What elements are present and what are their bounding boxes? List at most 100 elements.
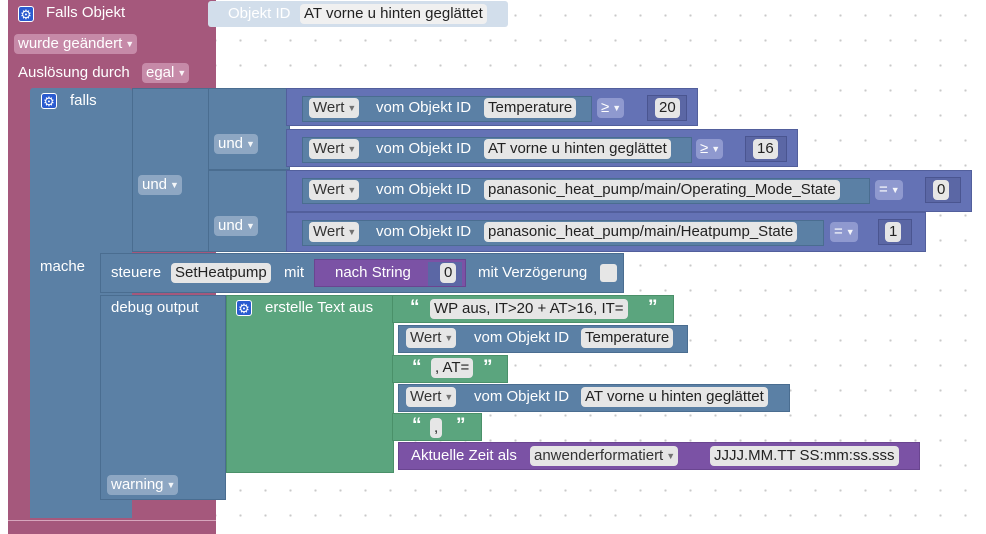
cond2-value-field[interactable]: 16 — [753, 139, 778, 159]
quote-open-icon: “ — [412, 357, 422, 378]
chevron-down-icon: ▼ — [166, 480, 176, 490]
trigger-changed-dropdown[interactable]: wurde geändert▼ — [14, 34, 138, 54]
chevron-down-icon: ▼ — [246, 221, 255, 231]
and-operator-label-top: und — [218, 135, 244, 152]
cond2-prop-dropdown[interactable]: Wert▼ — [309, 139, 360, 159]
quote-close-icon: ” — [648, 297, 658, 318]
cond4-value-field[interactable]: 1 — [885, 222, 902, 242]
trigger-objid-label: Objekt ID — [228, 5, 291, 22]
debug-label: debug output — [111, 299, 199, 316]
delay-checkbox[interactable] — [600, 264, 617, 282]
cond2-object-field[interactable]: AT vorne u hinten geglättet — [484, 139, 671, 159]
quote-close-icon: ” — [483, 357, 493, 378]
text-join-label: erstelle Text aus — [265, 299, 374, 316]
chevron-down-icon: ▼ — [177, 68, 187, 78]
cond2-op: ≥ — [700, 140, 709, 157]
chevron-down-icon: ▼ — [666, 451, 676, 461]
if-mache-label: mache — [40, 258, 86, 275]
part2-prop-dropdown[interactable]: Wert▼ — [406, 328, 457, 348]
time-pattern-field[interactable]: JJJJ.MM.TT SS:mm:ss.sss — [710, 446, 899, 466]
debug-level-value: warning — [111, 476, 164, 493]
chevron-down-icon: ▼ — [246, 139, 255, 149]
cond1-object-field[interactable]: Temperature — [484, 98, 577, 118]
and-operator-label: und — [142, 176, 168, 193]
chevron-down-icon: ▼ — [845, 227, 855, 237]
control-with-label: mit — [284, 264, 304, 281]
if-gear-icon[interactable]: ⚙ — [41, 93, 57, 109]
to-string-label: nach String — [335, 264, 411, 281]
trigger-gear-icon[interactable]: ⚙ — [18, 6, 34, 22]
control-value-field[interactable]: 0 — [440, 263, 457, 283]
trigger-bottom-bar — [8, 520, 216, 534]
part4-prop: Wert — [410, 388, 442, 405]
trigger-title: Falls Objekt — [46, 4, 126, 21]
cond2-prop: Wert — [313, 140, 345, 157]
cond4-of-label: vom Objekt ID — [376, 223, 472, 240]
cond1-of-label: vom Objekt ID — [376, 99, 472, 116]
cond3-prop-dropdown[interactable]: Wert▼ — [309, 180, 360, 200]
cond4-prop-dropdown[interactable]: Wert▼ — [309, 222, 360, 242]
cond1-prop-dropdown[interactable]: Wert▼ — [309, 98, 360, 118]
cond4-prop: Wert — [313, 223, 345, 240]
cond3-object-field[interactable]: panasonic_heat_pump/main/Operating_Mode_… — [484, 180, 840, 200]
chevron-down-icon: ▼ — [347, 185, 357, 195]
text-part-1-value[interactable]: WP aus, IT>20 + AT>16, IT= — [430, 299, 628, 319]
and-block-bottom[interactable] — [208, 170, 290, 252]
chevron-down-icon: ▼ — [125, 39, 135, 49]
debug-block[interactable] — [100, 295, 226, 500]
text-join-gear-icon[interactable]: ⚙ — [236, 300, 252, 316]
chevron-down-icon: ▼ — [612, 103, 622, 113]
trigger-changed-value: wurde geändert — [18, 35, 123, 52]
part4-object-field[interactable]: AT vorne u hinten geglättet — [581, 387, 768, 407]
cond1-op-dropdown[interactable]: ≥▼ — [597, 98, 625, 118]
time-format-dropdown[interactable]: anwenderformatiert▼ — [530, 446, 679, 466]
text-join-block[interactable] — [226, 295, 394, 473]
and-operator-dropdown-bottom[interactable]: und▼ — [214, 216, 258, 236]
cond4-op-dropdown[interactable]: =▼ — [830, 222, 858, 242]
if-falls-label: falls — [70, 92, 97, 109]
text-part-5-value[interactable]: , — [430, 418, 443, 438]
cond1-value-field[interactable]: 20 — [655, 98, 680, 118]
debug-level-dropdown[interactable]: warning▼ — [107, 475, 179, 495]
and-operator-dropdown-top[interactable]: und▼ — [214, 134, 258, 154]
cond3-of-label: vom Objekt ID — [376, 181, 472, 198]
control-target-field[interactable]: SetHeatpump — [171, 263, 271, 283]
chevron-down-icon: ▼ — [711, 144, 721, 154]
and-block-outer[interactable] — [132, 88, 212, 252]
trigger-source-value: egal — [146, 64, 175, 81]
if-block-bottom — [30, 500, 132, 518]
part2-object-field[interactable]: Temperature — [581, 328, 674, 348]
control-label: steuere — [111, 264, 162, 281]
cond3-value-field[interactable]: 0 — [933, 180, 950, 200]
and-operator-dropdown[interactable]: und▼ — [138, 175, 182, 195]
quote-open-icon: “ — [412, 415, 422, 436]
chevron-down-icon: ▼ — [890, 185, 900, 195]
chevron-down-icon: ▼ — [347, 103, 357, 113]
and-operator-label-bottom: und — [218, 217, 244, 234]
cond3-op: = — [879, 181, 888, 198]
chevron-down-icon: ▼ — [444, 392, 454, 402]
trigger-source-dropdown[interactable]: egal▼ — [142, 63, 190, 83]
part4-prop-dropdown[interactable]: Wert▼ — [406, 387, 457, 407]
and-block-top[interactable] — [208, 88, 290, 170]
part4-of-label: vom Objekt ID — [474, 388, 570, 405]
quote-close-icon: ” — [456, 415, 466, 436]
control-delay-label: mit Verzögerung — [478, 264, 588, 281]
chevron-down-icon: ▼ — [347, 144, 357, 154]
time-label: Aktuelle Zeit als — [411, 447, 517, 464]
trigger-objid-value[interactable]: AT vorne u hinten geglättet — [300, 4, 487, 24]
cond1-op: ≥ — [601, 99, 610, 116]
chevron-down-icon: ▼ — [170, 180, 179, 190]
cond4-op: = — [834, 223, 843, 240]
cond3-op-dropdown[interactable]: =▼ — [875, 180, 903, 200]
cond1-prop: Wert — [313, 99, 345, 116]
cond3-prop: Wert — [313, 181, 345, 198]
time-format-value: anwenderformatiert — [534, 447, 664, 464]
text-part-3-value[interactable]: , AT= — [431, 358, 474, 378]
part2-of-label: vom Objekt ID — [474, 329, 570, 346]
cond2-op-dropdown[interactable]: ≥▼ — [696, 139, 724, 159]
cond4-object-field[interactable]: panasonic_heat_pump/main/Heatpump_State — [484, 222, 798, 242]
chevron-down-icon: ▼ — [444, 333, 454, 343]
trigger-label: Auslösung durch — [18, 64, 130, 81]
cond2-of-label: vom Objekt ID — [376, 140, 472, 157]
